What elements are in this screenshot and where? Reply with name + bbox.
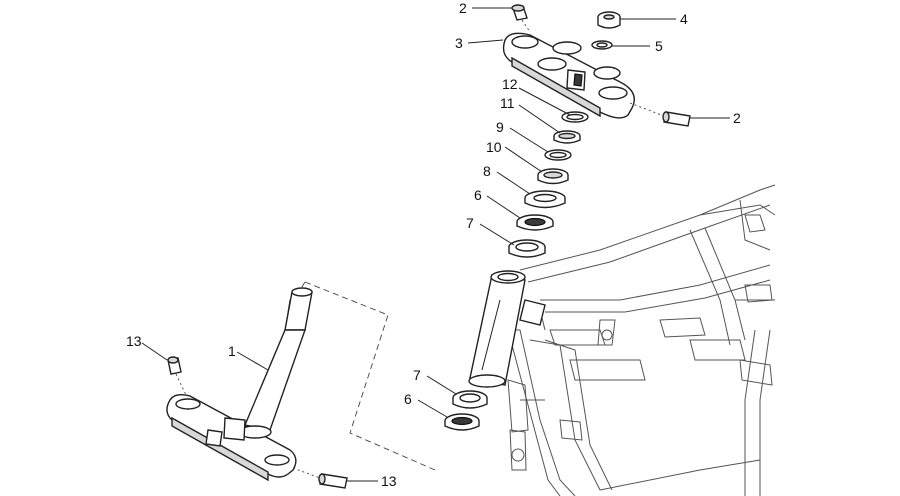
label-part-5: 5 xyxy=(655,38,663,54)
label-part-7-upper: 7 xyxy=(466,215,474,231)
top-triple-clamp xyxy=(502,32,635,119)
spacer-ring xyxy=(544,149,572,161)
label-part-3: 3 xyxy=(455,35,463,51)
label-part-2-right: 2 xyxy=(733,110,741,126)
nut-washer xyxy=(591,40,613,50)
label-part-4: 4 xyxy=(680,11,688,27)
label-part-12: 12 xyxy=(502,76,518,92)
label-part-1: 1 xyxy=(228,343,236,359)
label-part-13-left: 13 xyxy=(126,333,142,349)
label-part-8: 8 xyxy=(483,163,491,179)
label-part-6-lower: 6 xyxy=(404,391,412,407)
label-part-10: 10 xyxy=(486,139,502,155)
motorcycle-frame xyxy=(500,184,776,496)
stem-bolt-left xyxy=(167,356,187,396)
steering-nut xyxy=(597,11,621,29)
upper-bearing-race xyxy=(508,239,546,258)
label-part-9: 9 xyxy=(496,119,504,135)
stem-bolt-bottom xyxy=(292,467,348,489)
lower-bearing-race xyxy=(452,390,488,409)
dust-cover xyxy=(524,190,566,209)
leader-lines xyxy=(141,7,730,482)
lock-washer xyxy=(561,111,589,123)
label-part-11: 11 xyxy=(500,95,515,111)
part-labels: 2 4 3 5 2 12 11 9 10 8 6 7 7 6 13 1 13 xyxy=(126,0,741,489)
steering-head-tube xyxy=(468,270,546,388)
label-part-2-top: 2 xyxy=(459,0,467,16)
lower-bearing xyxy=(444,413,480,431)
upper-bearing xyxy=(516,214,554,231)
upper-ring-nut xyxy=(553,130,581,144)
steering-stem-assembly xyxy=(166,281,436,482)
label-part-6-upper: 6 xyxy=(474,187,482,203)
lower-ring-nut xyxy=(537,168,569,185)
label-part-13-bottom: 13 xyxy=(381,473,397,489)
clamp-bolt-top xyxy=(511,4,531,33)
label-part-7-lower: 7 xyxy=(413,367,421,383)
clamp-bolt-right xyxy=(629,102,691,127)
